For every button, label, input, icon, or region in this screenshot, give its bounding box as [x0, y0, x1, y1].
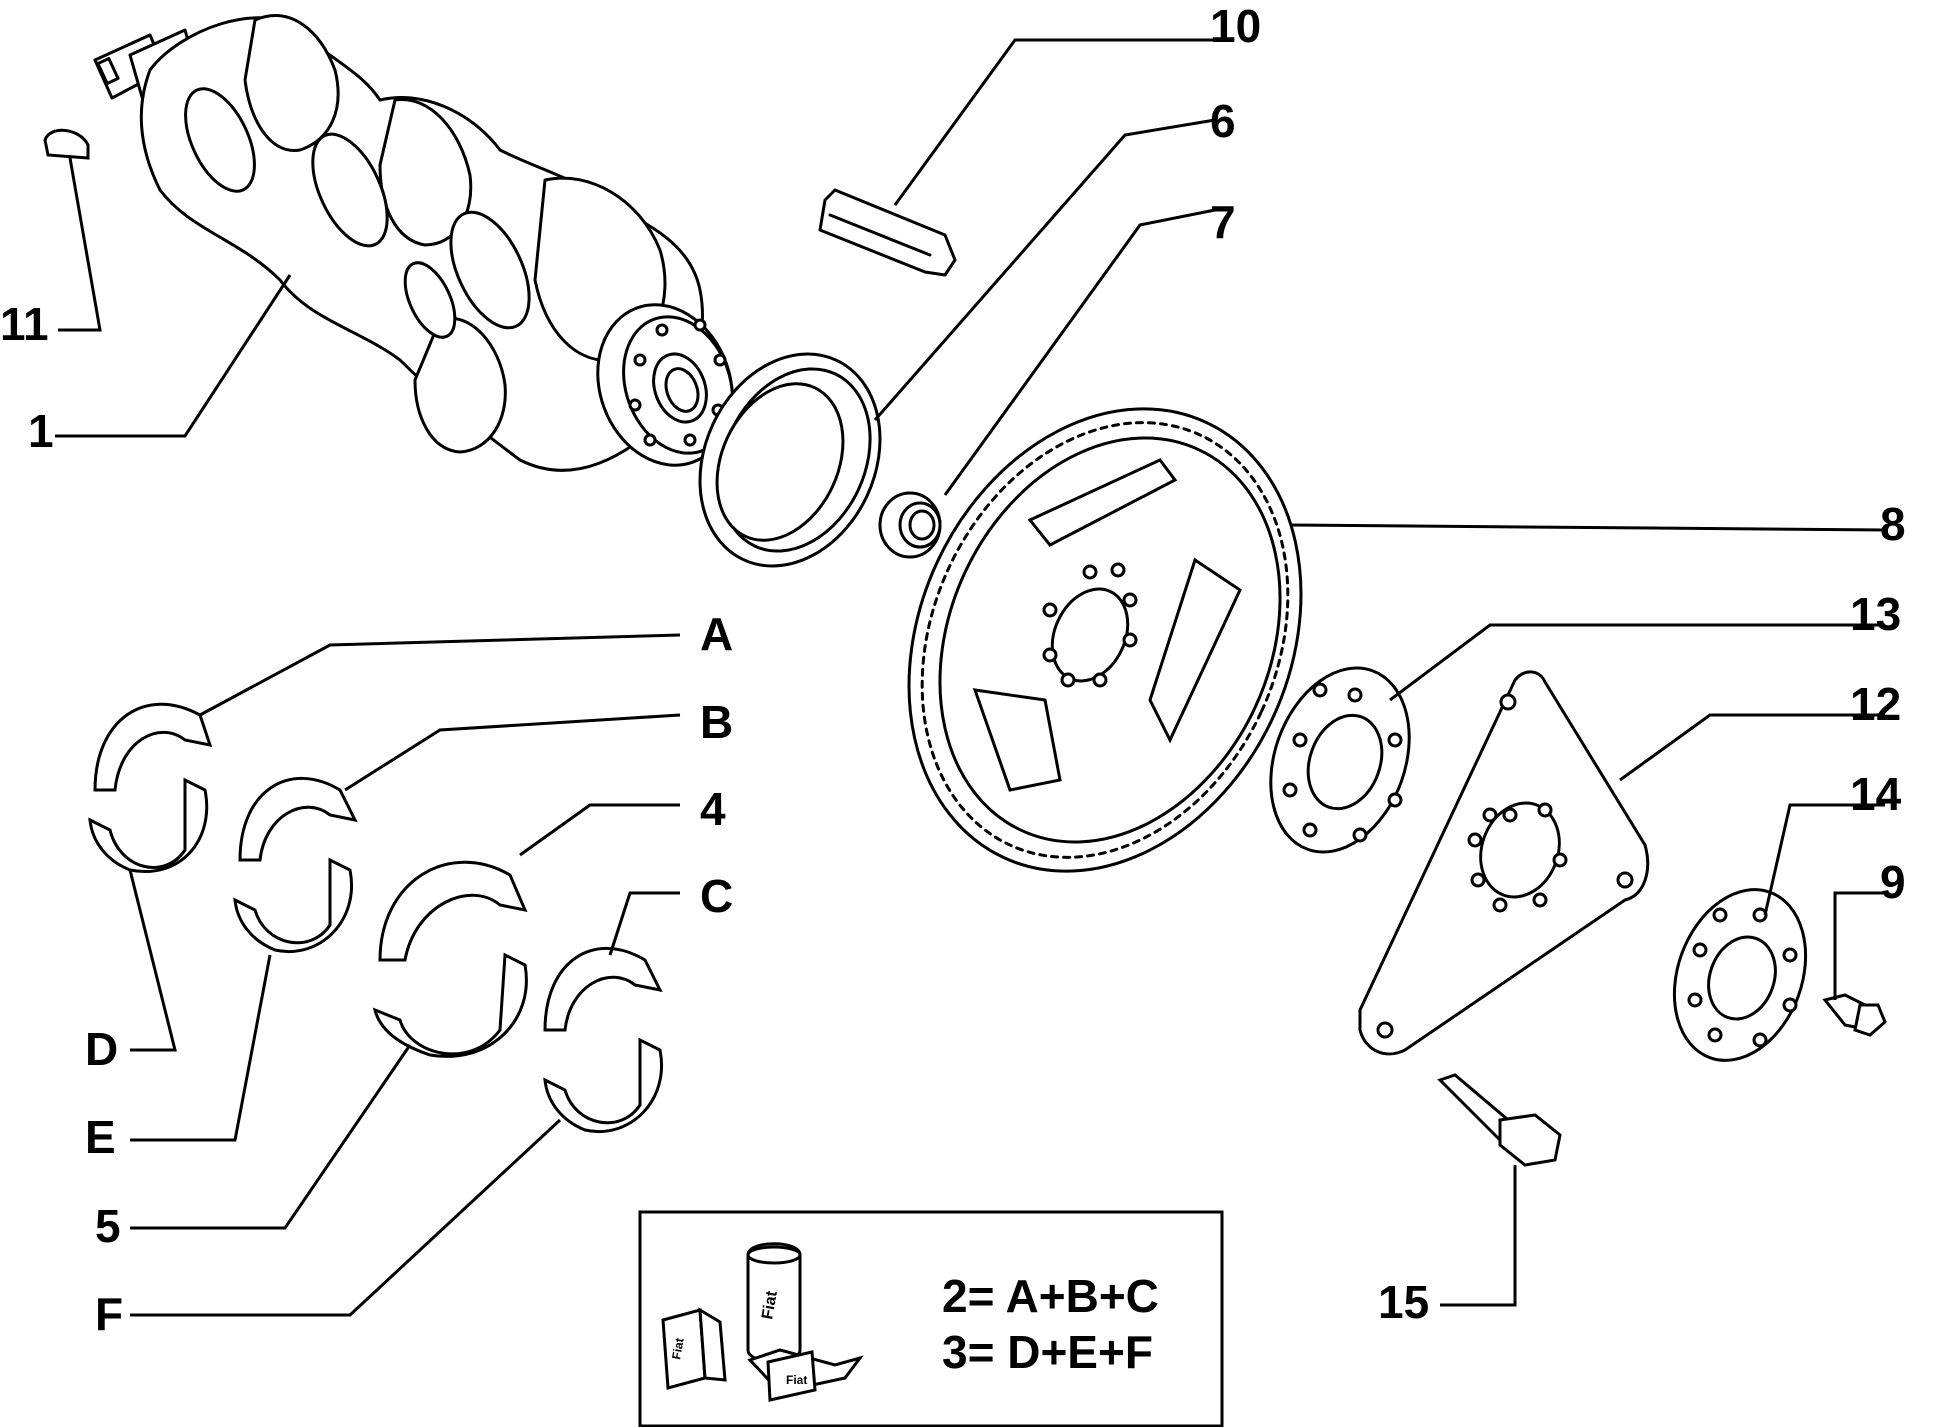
callout-15: 15	[1378, 1276, 1429, 1328]
callout-9: 9	[1880, 856, 1906, 908]
callout-B: B	[700, 696, 733, 748]
bearing-shells	[88, 702, 663, 1133]
callout-14: 14	[1850, 768, 1902, 820]
callout-4: 4	[700, 783, 726, 835]
callout-12: 12	[1850, 678, 1901, 730]
callout-11: 11	[0, 298, 49, 350]
flywheel	[907, 407, 1303, 873]
callout-A: A	[700, 608, 733, 660]
leader-lines	[55, 38, 1886, 1317]
callout-D: D	[85, 1023, 118, 1075]
parts-kit-icon: Fiat Fiat Fiat	[661, 1242, 864, 1402]
bolt-9	[1822, 993, 1887, 1037]
callout-8: 8	[1880, 498, 1906, 550]
callout-labels: 11 1 10 6 7 8 13 12 14 9 15 A B 4 C D E …	[0, 0, 1906, 1340]
legend-line-1: 2= A+B+C	[942, 1270, 1159, 1322]
woodruff-key	[43, 128, 90, 160]
callout-F: F	[95, 1288, 123, 1340]
crankshaft	[93, 14, 734, 472]
legend-line-2: 3= D+E+F	[942, 1326, 1153, 1378]
shim-plate	[1269, 666, 1411, 854]
flex-plate	[1358, 670, 1650, 1056]
callout-1: 1	[28, 405, 54, 457]
callout-10: 10	[1210, 0, 1261, 52]
callout-7: 7	[1210, 196, 1236, 248]
callout-5: 5	[95, 1200, 121, 1252]
pilot-bearing	[878, 491, 942, 559]
kit-legend: Fiat Fiat Fiat 2= A+B+C 3= D+E+F	[638, 1210, 1224, 1427]
bolt-15	[1437, 1073, 1562, 1167]
callout-13: 13	[1850, 588, 1901, 640]
callout-6: 6	[1210, 95, 1236, 147]
callout-E: E	[85, 1111, 116, 1163]
oil-seal	[698, 352, 882, 568]
svg-text:Fiat: Fiat	[759, 1289, 781, 1321]
svg-text:Fiat: Fiat	[786, 1373, 807, 1387]
dowel-pin	[818, 188, 957, 277]
svg-text:Fiat: Fiat	[669, 1337, 686, 1360]
callout-C: C	[700, 870, 733, 922]
retaining-plate	[1672, 888, 1808, 1062]
